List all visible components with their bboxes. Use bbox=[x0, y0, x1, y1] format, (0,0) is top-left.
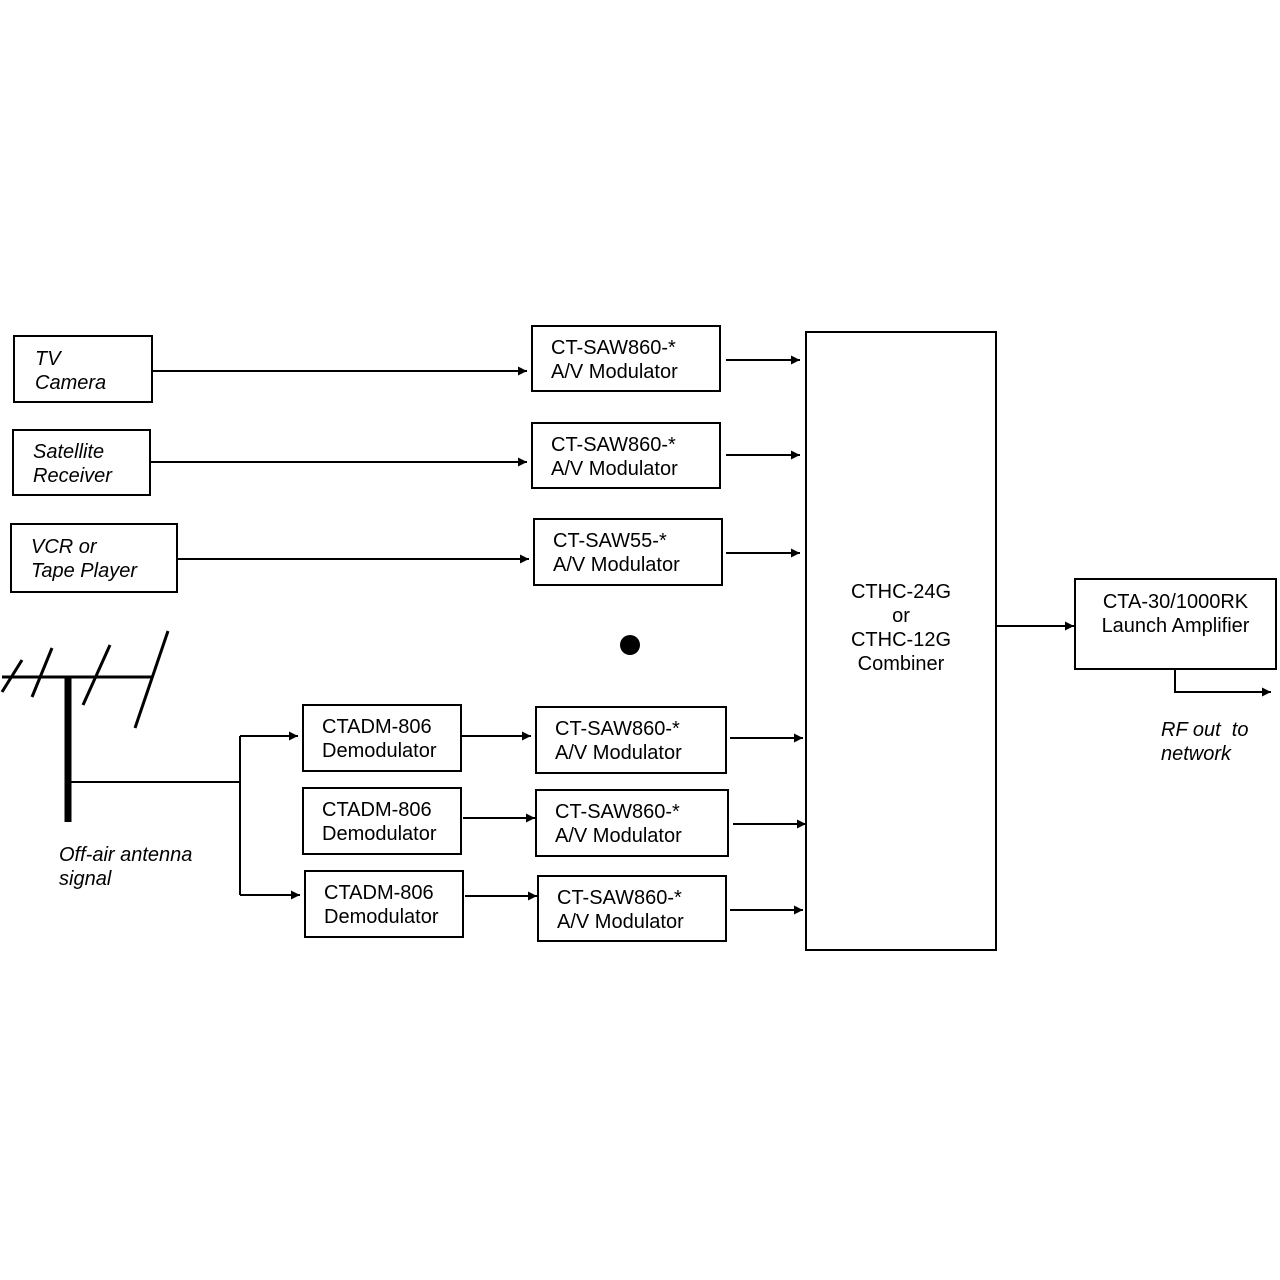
satellite-receiver-label: Satellite Receiver bbox=[33, 440, 112, 488]
demodulator-label-3: CTADM-806 Demodulator bbox=[324, 881, 439, 929]
modulator-label-5: CT-SAW860-* A/V Modulator bbox=[555, 800, 682, 848]
antenna-label: Off-air antenna signal bbox=[59, 843, 192, 891]
modulator-4-model: CT-SAW860-* bbox=[555, 718, 680, 740]
rf-out-line2: network bbox=[1161, 743, 1232, 765]
modulator-label-2: CT-SAW860-* A/V Modulator bbox=[551, 433, 678, 481]
combiner-line2: or bbox=[892, 605, 910, 627]
modulator-2-type: A/V Modulator bbox=[551, 458, 678, 480]
tv-camera-line1: TV bbox=[35, 348, 61, 370]
modulator-3-model: CT-SAW55-* bbox=[553, 530, 667, 552]
combiner-line1: CTHC-24G bbox=[850, 581, 951, 603]
combiner-box bbox=[805, 331, 997, 951]
rf-out-label: RF out to network bbox=[1161, 718, 1248, 766]
tv-camera-box bbox=[13, 335, 153, 403]
demodulator-1-type: Demodulator bbox=[322, 740, 437, 762]
antenna-label-line2: signal bbox=[59, 868, 112, 890]
modulator-label-6: CT-SAW860-* A/V Modulator bbox=[557, 886, 684, 934]
launch-amplifier-type: Launch Amplifier bbox=[1101, 615, 1250, 637]
modulator-6-type: A/V Modulator bbox=[557, 911, 684, 933]
combiner-line3: CTHC-12G bbox=[850, 629, 951, 651]
dot-marker bbox=[620, 635, 640, 655]
satellite-receiver-line1: Satellite bbox=[33, 441, 105, 463]
modulator-label-1: CT-SAW860-* A/V Modulator bbox=[551, 336, 678, 384]
vcr-tape-player-box bbox=[10, 523, 178, 593]
modulator-label-4: CT-SAW860-* A/V Modulator bbox=[555, 717, 682, 765]
modulator-box-2 bbox=[531, 422, 721, 489]
modulator-box-3 bbox=[533, 518, 723, 586]
demodulator-box-3 bbox=[304, 870, 464, 938]
vcr-tape-player-line2: Tape Player bbox=[31, 560, 137, 582]
modulator-5-model: CT-SAW860-* bbox=[555, 801, 680, 823]
vcr-tape-player-label: VCR or Tape Player bbox=[31, 535, 137, 583]
antenna-icon bbox=[0, 630, 170, 822]
demodulator-3-type: Demodulator bbox=[324, 906, 439, 928]
satellite-receiver-line2: Receiver bbox=[33, 465, 112, 487]
modulator-box-4 bbox=[535, 706, 727, 774]
modulator-5-type: A/V Modulator bbox=[555, 825, 682, 847]
modulator-4-type: A/V Modulator bbox=[555, 742, 682, 764]
demodulator-box-2 bbox=[302, 787, 462, 855]
demodulator-1-model: CTADM-806 bbox=[322, 716, 432, 738]
demodulator-3-model: CTADM-806 bbox=[324, 882, 434, 904]
demodulator-box-1 bbox=[302, 704, 462, 772]
modulator-2-model: CT-SAW860-* bbox=[551, 434, 676, 456]
tv-camera-label: TV Camera bbox=[35, 347, 106, 395]
launch-amplifier-label: CTA-30/1000RK Launch Amplifier bbox=[1074, 590, 1277, 638]
arrow-rf-out bbox=[1174, 669, 1271, 697]
demodulator-2-type: Demodulator bbox=[322, 823, 437, 845]
modulator-box-1 bbox=[531, 325, 721, 392]
demodulator-2-model: CTADM-806 bbox=[322, 799, 432, 821]
modulator-1-type: A/V Modulator bbox=[551, 361, 678, 383]
antenna-label-line1: Off-air antenna bbox=[59, 844, 193, 866]
demodulator-label-1: CTADM-806 Demodulator bbox=[322, 715, 437, 763]
combiner-line4: Combiner bbox=[857, 653, 945, 675]
modulator-1-model: CT-SAW860-* bbox=[551, 337, 676, 359]
vcr-tape-player-line1: VCR or bbox=[31, 536, 97, 558]
modulator-6-model: CT-SAW860-* bbox=[557, 887, 682, 909]
rf-out-line1: RF out to bbox=[1161, 719, 1249, 741]
tv-camera-line2: Camera bbox=[35, 372, 107, 394]
modulator-3-type: A/V Modulator bbox=[553, 554, 680, 576]
launch-amplifier-box bbox=[1074, 578, 1277, 670]
modulator-label-3: CT-SAW55-* A/V Modulator bbox=[553, 529, 680, 577]
modulator-box-6 bbox=[537, 875, 727, 942]
combiner-label: CTHC-24G or CTHC-12G Combiner bbox=[805, 580, 997, 676]
launch-amplifier-model: CTA-30/1000RK bbox=[1102, 591, 1249, 613]
modulator-box-5 bbox=[535, 789, 729, 857]
satellite-receiver-box bbox=[12, 429, 151, 496]
demodulator-label-2: CTADM-806 Demodulator bbox=[322, 798, 437, 846]
